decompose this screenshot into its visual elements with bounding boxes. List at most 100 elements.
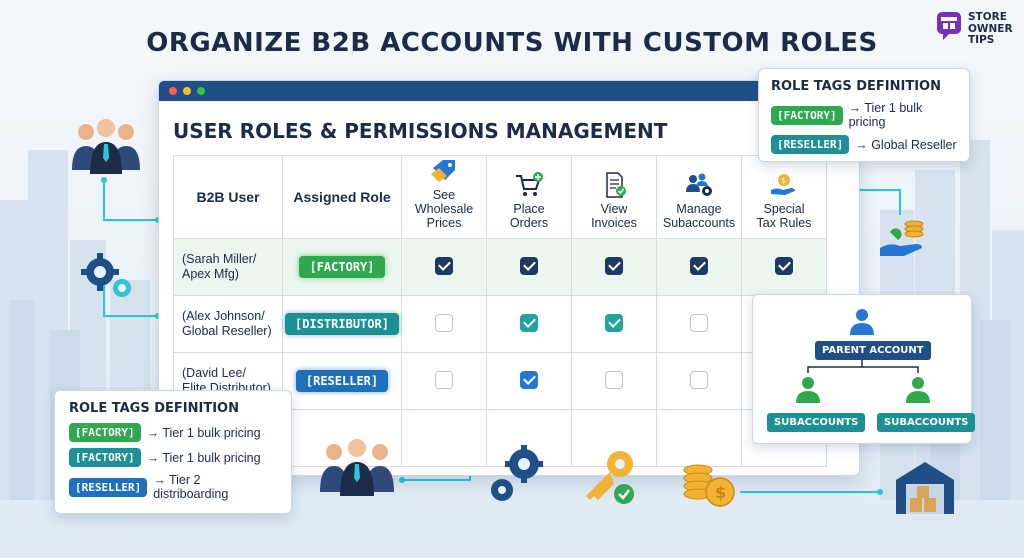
subaccount-box-left[interactable]: SUBACCOUNTS bbox=[767, 413, 866, 432]
table-row: (Alex Johnson/ Global Reseller) [DISTRIB… bbox=[173, 295, 827, 353]
role-cell: [RESELLER] bbox=[282, 352, 402, 410]
definition-text: → Tier 1 bulk pricing bbox=[146, 450, 261, 465]
perm-cell bbox=[486, 352, 572, 410]
hierarchy-diagram bbox=[796, 309, 930, 403]
coins-icon: $ bbox=[683, 464, 735, 507]
definition-tag: [FACTORY] bbox=[69, 423, 141, 442]
perm-cell bbox=[571, 352, 657, 410]
header-label-line2: Invoices bbox=[591, 216, 637, 230]
brand-line-3: TIPS bbox=[968, 34, 995, 46]
price-tags-icon bbox=[431, 160, 455, 182]
user-cell: (Sarah Miller/ Apex Mfg) bbox=[173, 238, 283, 296]
definition-text: → Global Reseller bbox=[855, 137, 957, 152]
storefront-logo-icon bbox=[937, 12, 961, 40]
definition-row: [FACTORY] → Tier 1 bulk pricing bbox=[771, 101, 957, 129]
header-b2b-user: B2B User bbox=[173, 155, 283, 239]
perm-cell bbox=[486, 295, 572, 353]
parent-account-box[interactable]: PARENT ACCOUNT bbox=[815, 341, 931, 360]
header-manage-subaccounts: Manage Subaccounts bbox=[656, 155, 742, 239]
definition-tag: [FACTORY] bbox=[69, 448, 141, 467]
definition-row: [RESELLER] → Global Reseller bbox=[771, 135, 957, 154]
definition-text: → Tier 2 distriboarding bbox=[153, 473, 229, 501]
definition-text: → Tier 1 bulk pricing bbox=[848, 101, 923, 129]
checkbox-place-orders[interactable] bbox=[520, 256, 538, 275]
window-maximize-dot[interactable] bbox=[197, 87, 205, 95]
header-assigned-role: Assigned Role bbox=[282, 155, 402, 239]
checkbox-view-invoices[interactable] bbox=[605, 256, 623, 275]
perm-cell bbox=[656, 238, 742, 296]
user-company: Global Reseller) bbox=[182, 324, 272, 338]
perm-cell bbox=[656, 352, 742, 410]
user-name: (David Lee/ bbox=[182, 366, 246, 380]
warehouse-icon bbox=[896, 462, 954, 514]
checkbox-manage-subaccounts[interactable] bbox=[690, 313, 708, 332]
role-tag-distributor[interactable]: [DISTRIBUTOR] bbox=[285, 313, 399, 335]
checkbox-place-orders[interactable] bbox=[520, 370, 538, 389]
perm-cell bbox=[401, 352, 487, 410]
header-label-line1: Manage bbox=[676, 202, 722, 216]
checkbox-see-wholesale-prices[interactable] bbox=[435, 256, 453, 275]
table-row: (Sarah Miller/ Apex Mfg) [FACTORY] bbox=[173, 238, 827, 296]
svg-text:$: $ bbox=[781, 176, 786, 185]
account-hierarchy-card: PARENT ACCOUNT SUBACCOUNTS SUBACCOUNTS bbox=[752, 294, 976, 444]
role-cell: [DISTRIBUTOR] bbox=[282, 295, 402, 353]
window-title-bar bbox=[159, 81, 859, 101]
checkbox-view-invoices[interactable] bbox=[605, 313, 623, 332]
gears-icon bbox=[81, 253, 131, 297]
checkbox-see-wholesale-prices[interactable] bbox=[435, 370, 453, 389]
definition-row: [RESELLER] → Tier 2 distriboarding bbox=[69, 473, 277, 501]
cart-icon bbox=[516, 172, 543, 196]
header-view-invoices: View Invoices bbox=[571, 155, 657, 239]
header-label-line2: Tax Rules bbox=[756, 216, 812, 230]
perm-cell bbox=[741, 238, 827, 296]
header-label-line1: See Wholesale bbox=[414, 188, 474, 216]
user-name: (Alex Johnson/ bbox=[182, 309, 265, 323]
role-tag-reseller[interactable]: [RESELLER] bbox=[295, 370, 389, 392]
checkbox-place-orders[interactable] bbox=[520, 313, 538, 332]
definition-tag: [RESELLER] bbox=[771, 135, 850, 154]
subaccount-box-right[interactable]: SUBACCOUNTS bbox=[877, 413, 976, 432]
definition-row: [FACTORY] → Tier 1 bulk pricing bbox=[69, 423, 277, 442]
checkbox-manage-subaccounts[interactable] bbox=[690, 256, 708, 275]
definition-text: → Tier 1 bulk pricing bbox=[146, 425, 261, 440]
definition-row: [FACTORY] → Tier 1 bulk pricing bbox=[69, 448, 277, 467]
money-hand-icon bbox=[880, 220, 924, 256]
card-title: ROLE TAGS DEFINITION bbox=[69, 401, 239, 416]
permissions-table: B2B User Assigned Role See Wholesale Pri… bbox=[173, 155, 827, 467]
key-check-icon bbox=[586, 451, 634, 504]
definition-tag: [FACTORY] bbox=[771, 105, 843, 125]
checkbox-view-invoices[interactable] bbox=[605, 370, 623, 389]
window-title: USER ROLES & PERMISSIONS MANAGEMENT bbox=[173, 119, 668, 143]
window-minimize-dot[interactable] bbox=[183, 87, 191, 95]
permissions-window: USER ROLES & PERMISSIONS MANAGEMENT B2B … bbox=[158, 80, 860, 476]
user-name: (Sarah Miller/ bbox=[182, 252, 257, 266]
header-label-line2: Subaccounts bbox=[662, 216, 736, 230]
gears-icon bbox=[491, 445, 543, 501]
business-team-icon bbox=[320, 439, 394, 496]
page-headline: ORGANIZE B2B ACCOUNTS WITH CUSTOM ROLES bbox=[146, 28, 878, 58]
header-label-line2: Orders bbox=[509, 216, 549, 230]
definition-tag: [RESELLER] bbox=[69, 477, 148, 497]
role-tags-definition-card-top: ROLE TAGS DEFINITION [FACTORY] → Tier 1 … bbox=[758, 68, 970, 162]
header-place-orders: Place Orders bbox=[486, 155, 572, 239]
perm-cell bbox=[401, 295, 487, 353]
perm-cell bbox=[571, 238, 657, 296]
window-close-dot[interactable] bbox=[169, 87, 177, 95]
business-team-icon bbox=[72, 119, 140, 174]
header-special-tax-rules: $ Special Tax Rules bbox=[741, 155, 827, 239]
checkbox-special-tax-rules[interactable] bbox=[775, 256, 793, 275]
user-cell: (Alex Johnson/ Global Reseller) bbox=[173, 295, 283, 353]
perm-cell bbox=[571, 295, 657, 353]
role-tags-definition-card-bottom: ROLE TAGS DEFINITION [FACTORY] → Tier 1 … bbox=[54, 390, 292, 514]
brand-logo: STORE OWNER TIPS bbox=[934, 10, 1020, 50]
users-gear-icon bbox=[686, 173, 712, 196]
role-cell: [FACTORY] bbox=[282, 238, 402, 296]
perm-cell bbox=[656, 295, 742, 353]
role-tag-factory[interactable]: [FACTORY] bbox=[299, 256, 385, 278]
svg-text:$: $ bbox=[715, 483, 726, 502]
checkbox-see-wholesale-prices[interactable] bbox=[435, 313, 453, 332]
table-header-row: B2B User Assigned Role See Wholesale Pri… bbox=[173, 155, 827, 239]
header-label-line2: Prices bbox=[426, 216, 462, 230]
checkbox-manage-subaccounts[interactable] bbox=[690, 370, 708, 389]
money-hand-icon: $ bbox=[771, 174, 795, 195]
